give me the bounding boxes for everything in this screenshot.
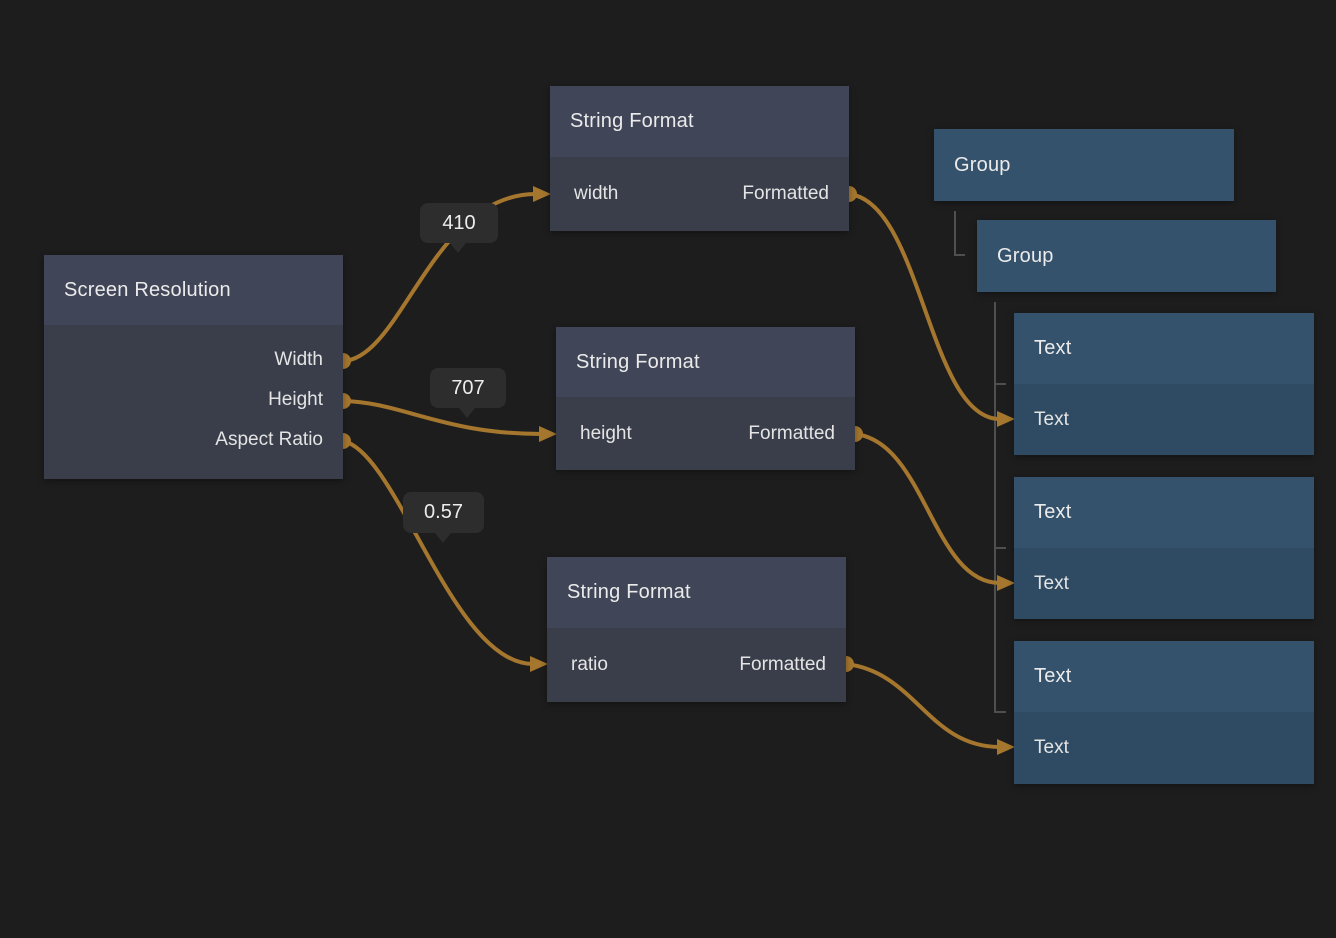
node-screen-resolution[interactable]: Screen Resolution Width Height Aspect Ra… xyxy=(44,255,343,479)
node-header[interactable]: Text xyxy=(1014,477,1314,548)
wire-ratio-to-string-format[interactable] xyxy=(342,439,548,672)
node-title: String Format xyxy=(576,350,700,373)
node-header[interactable]: Group xyxy=(977,220,1276,292)
wire-width-to-string-format[interactable] xyxy=(342,186,551,363)
badge-value: 410 xyxy=(442,211,476,234)
node-header[interactable]: String Format xyxy=(556,327,855,397)
node-header[interactable]: String Format xyxy=(550,86,849,157)
output-label-formatted: Formatted xyxy=(748,422,835,444)
wire-value-badge-width: 410 xyxy=(420,203,498,253)
node-title: Text xyxy=(1034,665,1072,687)
tree-connector-group-inner-to-texts xyxy=(994,302,1006,713)
output-row-aspect-ratio: Aspect Ratio xyxy=(215,429,323,450)
output-row-width: Width xyxy=(274,349,323,370)
node-title: String Format xyxy=(570,110,694,132)
node-string-format-width[interactable]: String Format width Formatted xyxy=(550,86,849,231)
node-header[interactable]: Text xyxy=(1014,313,1314,384)
node-title: Screen Resolution xyxy=(64,278,231,301)
node-string-format-ratio[interactable]: String Format ratio Formatted xyxy=(547,557,846,702)
wire-height-to-string-format[interactable] xyxy=(342,399,557,442)
node-header[interactable]: String Format xyxy=(547,557,846,628)
node-title: Group xyxy=(997,244,1054,267)
node-title: Text xyxy=(1034,337,1072,359)
output-label-formatted: Formatted xyxy=(739,654,826,675)
node-title: Text xyxy=(1034,501,1072,523)
badge-value: 0.57 xyxy=(424,501,463,523)
tree-connector-group-outer-to-inner xyxy=(954,211,965,256)
node-text-ratio[interactable]: Text Text xyxy=(1014,641,1314,784)
node-group-inner[interactable]: Group xyxy=(977,220,1276,292)
output-label-formatted: Formatted xyxy=(742,183,829,204)
node-string-format-height[interactable]: String Format height Formatted xyxy=(556,327,855,470)
node-title: String Format xyxy=(567,581,691,603)
input-label-text: Text xyxy=(1034,408,1069,430)
badge-value: 707 xyxy=(451,376,485,399)
node-group-outer[interactable]: Group xyxy=(934,129,1234,201)
input-label-height: height xyxy=(580,422,632,444)
node-header[interactable]: Screen Resolution xyxy=(44,255,343,325)
wire-value-badge-ratio: 0.57 xyxy=(403,492,484,543)
input-label-text: Text xyxy=(1034,737,1069,758)
wire-formatted-height-to-text[interactable] xyxy=(854,432,1015,591)
wire-formatted-width-to-text[interactable] xyxy=(848,192,1015,427)
node-header[interactable]: Text xyxy=(1014,641,1314,712)
input-label-ratio: ratio xyxy=(571,654,608,675)
output-row-height: Height xyxy=(268,389,323,410)
wire-value-badge-height: 707 xyxy=(430,368,506,418)
node-title: Group xyxy=(954,153,1011,176)
input-label-text: Text xyxy=(1034,572,1069,594)
node-text-height[interactable]: Text Text xyxy=(1014,477,1314,619)
wire-formatted-ratio-to-text[interactable] xyxy=(845,662,1015,755)
node-header[interactable]: Group xyxy=(934,129,1234,201)
input-label-width: width xyxy=(574,183,619,204)
node-text-width[interactable]: Text Text xyxy=(1014,313,1314,455)
